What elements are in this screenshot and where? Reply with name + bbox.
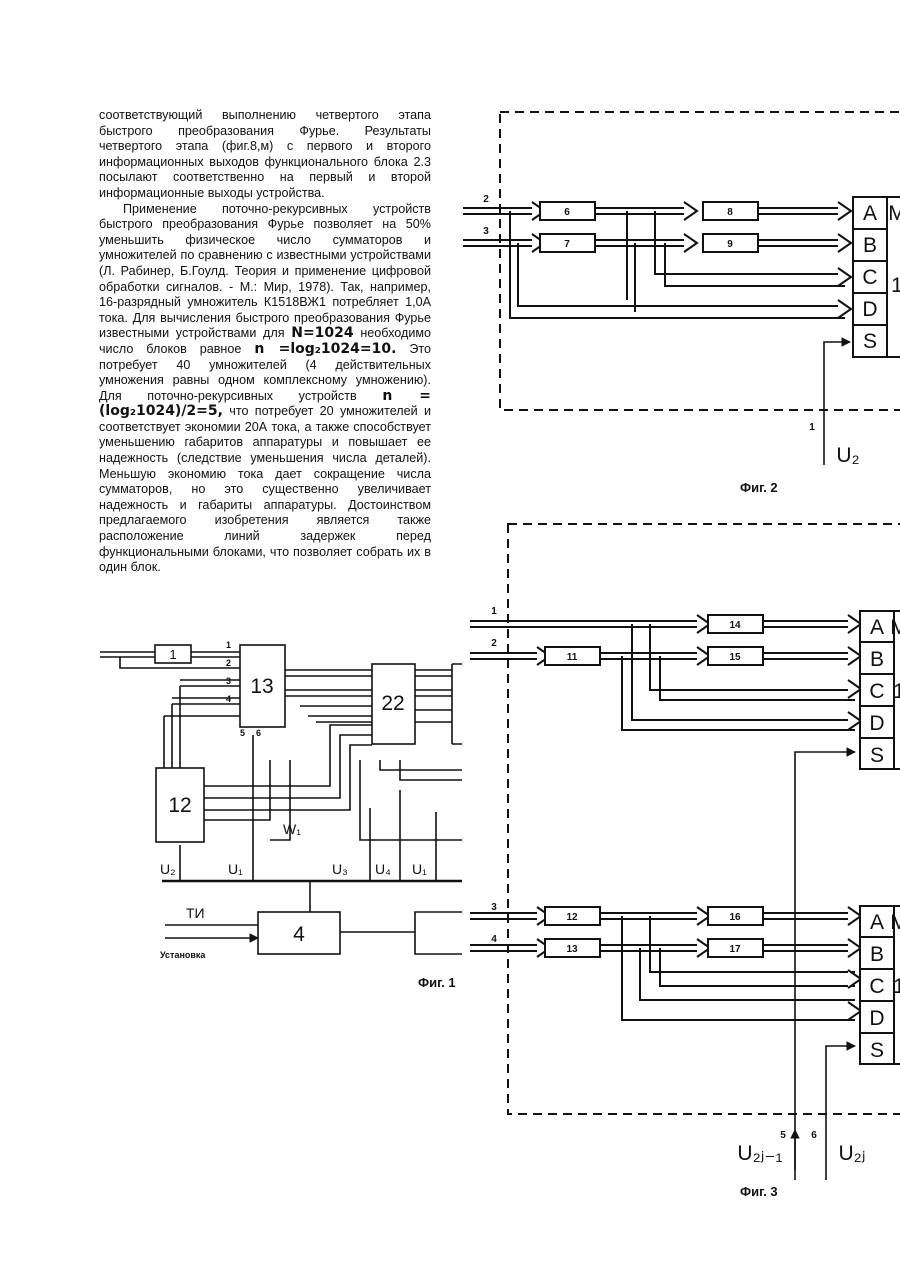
fig3-lower-port-s: S	[870, 1039, 884, 1062]
fig3-upper-port-a: A	[870, 616, 884, 639]
fig2-dashed-frame	[500, 112, 900, 410]
fig3-block-14-label: 14	[729, 620, 741, 631]
fig1-block-4-label: 4	[293, 923, 305, 946]
fig1-label-ust: Установка	[160, 950, 206, 960]
fig1-pin-1: 1	[226, 640, 231, 650]
fig3-lower-port-b: B	[870, 943, 884, 966]
fig2-edge-m: M	[888, 202, 900, 225]
figure-2	[463, 112, 900, 465]
fig2-ctrl-label: U₂	[836, 444, 859, 467]
fig1-block-12-label: 12	[168, 794, 191, 817]
fig3-block-17-label: 17	[729, 944, 741, 955]
fig3-lower-edge-m: M	[890, 911, 900, 934]
fig1-block-13-label: 13	[250, 675, 273, 698]
fig2-block-6-label: 6	[564, 207, 570, 218]
fig3-lower-edge-1: 1	[893, 975, 900, 998]
fig3-upper-port-b: B	[870, 648, 884, 671]
fig2-port-d: D	[862, 298, 877, 321]
fig3-upper-edge-m: M	[890, 616, 900, 639]
fig2-port-b: B	[863, 234, 877, 257]
fig1-label-u3: U₃	[332, 861, 348, 877]
fig2-port-s: S	[863, 330, 877, 353]
fig3-lower-port-a: A	[870, 911, 884, 934]
fig3-ctrl-label-1: U₂ⱼ₋₁	[737, 1142, 782, 1165]
fig1-label-w1: W₁	[283, 821, 301, 837]
fig1-label-u1a: U₁	[228, 861, 243, 877]
fig3-lower-port-d: D	[869, 1007, 884, 1030]
fig3-lower-port-c: C	[869, 975, 884, 998]
fig3-dashed-frame	[508, 524, 900, 1114]
fig3-block-15-label: 15	[729, 652, 741, 663]
fig3-ctrl-label-2: U₂ⱼ	[839, 1142, 866, 1165]
fig3-input-4: 4	[491, 934, 497, 945]
fig3-input-3: 3	[491, 902, 497, 913]
fig3-block-12-label: 12	[566, 912, 578, 923]
fig3-upper-port-d: D	[869, 712, 884, 735]
fig2-port-c: C	[862, 266, 877, 289]
fig3-ctrl-pin-6: 6	[811, 1130, 817, 1141]
fig1-label-u2: U₂	[160, 861, 176, 877]
fig3-block-16-label: 16	[729, 912, 741, 923]
fig3-block-11-label: 11	[567, 652, 578, 663]
fig3-upper-port-s: S	[870, 744, 884, 767]
fig3-upper-port-c: C	[869, 680, 884, 703]
fig2-block-8-label: 8	[727, 207, 733, 218]
fig1-pin-6: 6	[256, 728, 261, 738]
fig1-pin-4: 4	[226, 694, 231, 704]
fig3-input-1: 1	[491, 606, 497, 617]
fig3-block-13-label: 13	[566, 944, 578, 955]
fig2-block-9-label: 9	[727, 239, 733, 250]
fig2-ctrl-pin: 1	[809, 422, 815, 433]
fig1-label-ti: ТИ	[186, 905, 205, 921]
figure-3	[470, 524, 900, 1180]
fig3-input-2: 2	[491, 638, 497, 649]
fig2-edge-1: 1	[891, 274, 900, 297]
fig2-input-2: 2	[483, 194, 489, 205]
fig2-block-7-label: 7	[564, 239, 570, 250]
fig1-pin-2: 2	[226, 658, 231, 668]
fig3-upper-edge-1: 1	[893, 680, 900, 703]
fig2-input-3: 3	[483, 226, 489, 237]
fig2-port-a: A	[863, 202, 877, 225]
fig1-label-u1b: U₁	[412, 861, 427, 877]
fig1-block-22-label: 22	[381, 692, 404, 715]
figure-1	[100, 645, 462, 954]
fig3-ctrl-pin-5: 5	[780, 1130, 786, 1141]
fig1-pin-5: 5	[240, 728, 245, 738]
fig1-label-u4: U₄	[375, 861, 391, 877]
fig1-pin-3: 3	[226, 676, 231, 686]
fig1-block-1-label: 1	[169, 647, 176, 662]
